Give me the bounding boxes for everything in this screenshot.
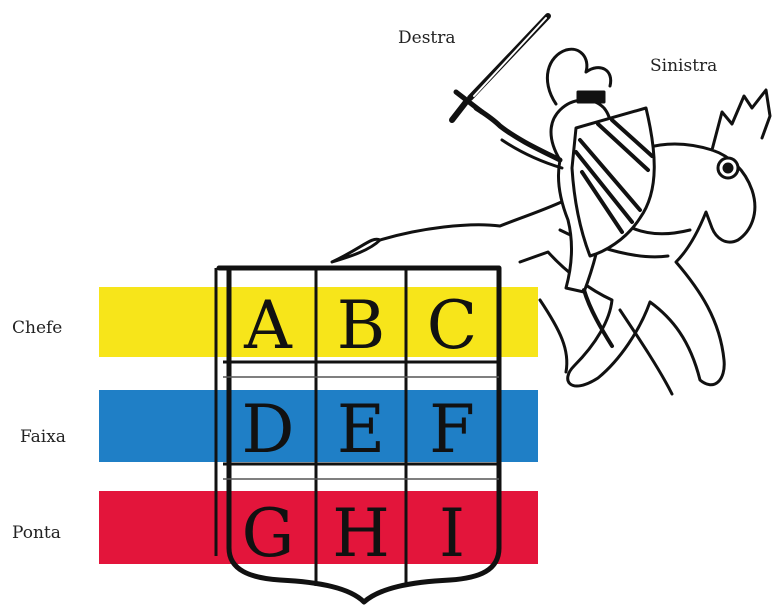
label-faixa: Faixa <box>20 427 66 447</box>
cell-letter-i: I <box>439 495 465 572</box>
faixa-band <box>99 390 538 462</box>
chefe-band <box>99 287 538 357</box>
cell-letter-a: A <box>243 287 293 364</box>
cell-letter-f: F <box>429 391 475 468</box>
cell-letter-e: E <box>337 391 385 468</box>
label-ponta: Ponta <box>12 523 61 543</box>
cell-letter-b: B <box>337 287 386 364</box>
label-sinistra: Sinistra <box>650 56 718 76</box>
label-chefe: Chefe <box>12 318 63 338</box>
escutcheon: A B C D E F G H I <box>214 265 502 605</box>
ponta-band <box>99 491 538 564</box>
sword-icon <box>449 13 551 123</box>
cell-letter-g: G <box>242 495 295 572</box>
cell-letter-h: H <box>332 495 390 572</box>
cell-letter-d: D <box>242 391 295 468</box>
cell-letter-c: C <box>427 287 478 364</box>
knight-icon <box>330 13 772 396</box>
label-destra: Destra <box>398 28 456 48</box>
